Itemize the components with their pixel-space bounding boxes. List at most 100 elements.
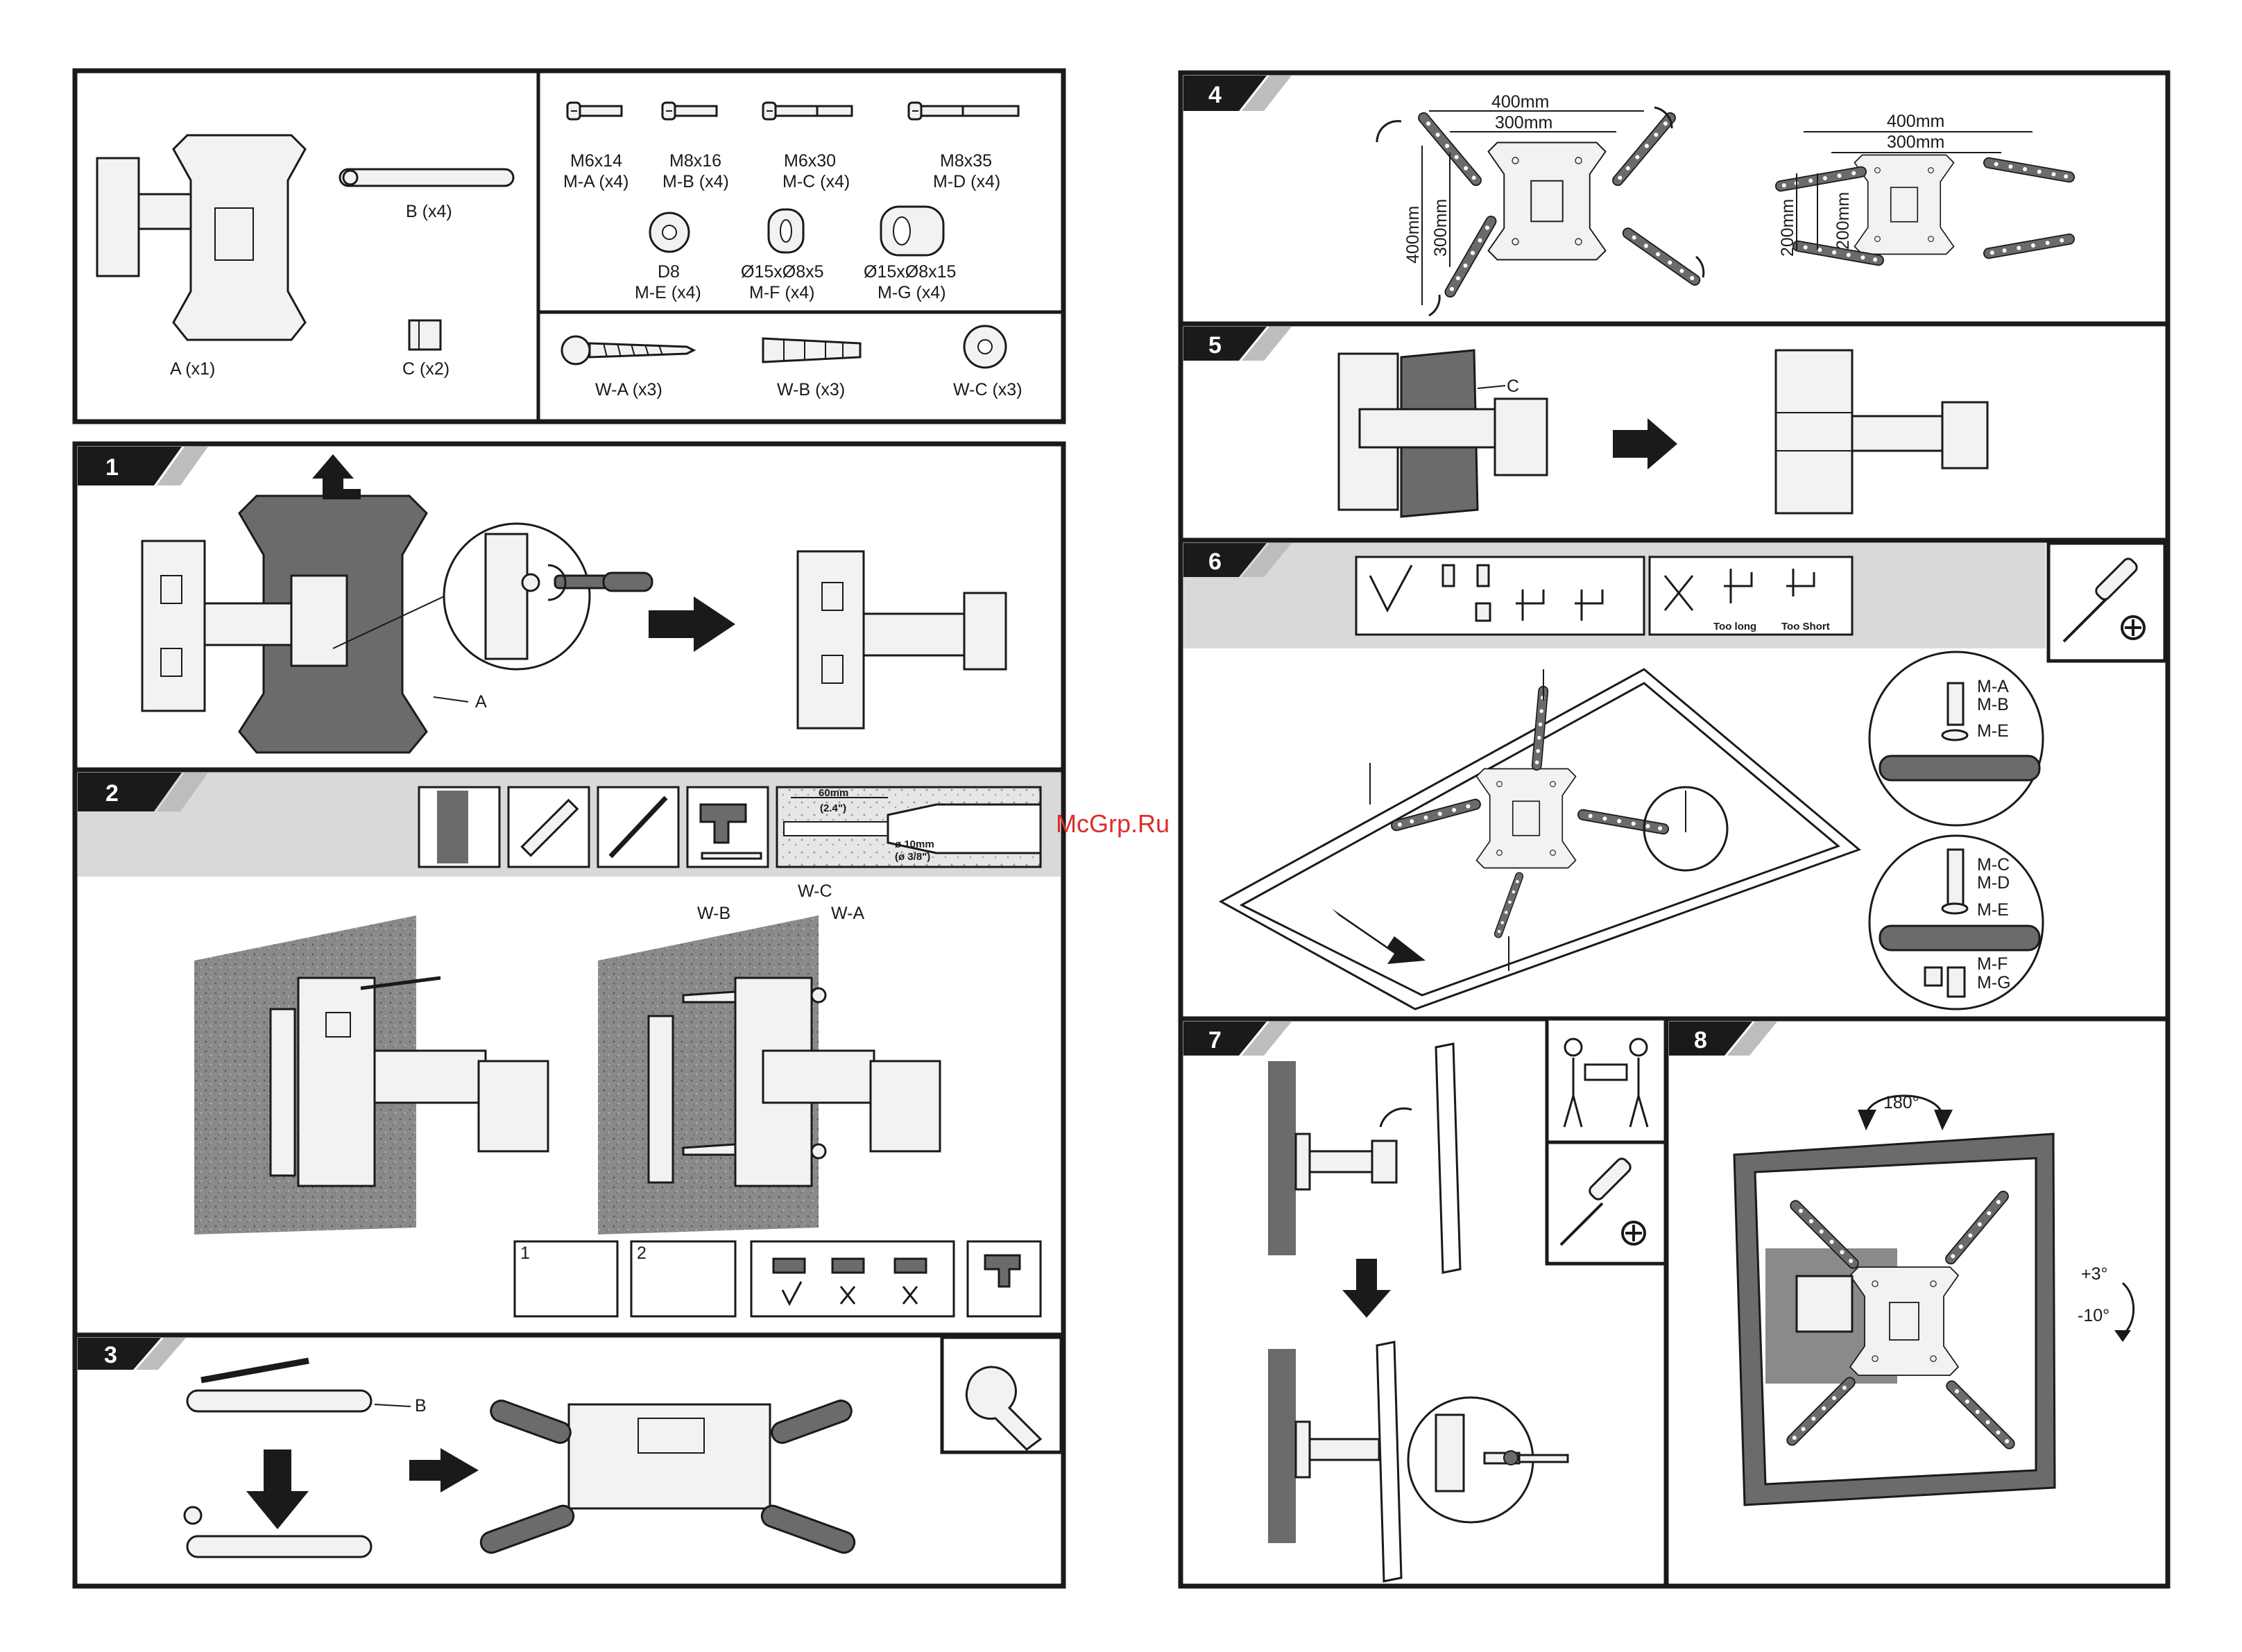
step-1-next-arrow — [649, 596, 735, 652]
step-4-dim-4: 300mm — [1431, 199, 1451, 257]
step-6-tv-back — [1218, 668, 1861, 1010]
screw-m-c-size: M6x30 — [784, 151, 836, 171]
inset-bottom-m-d: M-D — [1977, 873, 2010, 893]
step-6-correct-length — [1355, 556, 1645, 636]
step-3-number: 3 — [104, 1342, 117, 1368]
inset-top-m-e: M-E — [1977, 721, 2009, 741]
spacer-drawing — [408, 319, 442, 351]
label-part-a: A (x1) — [170, 359, 215, 379]
too-short-label: Too Short — [1781, 621, 1830, 633]
screw-m-a-size: M6x14 — [570, 151, 622, 171]
step-4-number: 4 — [1208, 82, 1222, 108]
step-7-panel: 7 — [1178, 1016, 1669, 1589]
step-4-dim-1: 400mm — [1491, 92, 1549, 112]
screw-m-b — [661, 101, 718, 121]
plus-icon — [2121, 615, 2146, 640]
inset-bottom-m-e: M-E — [1977, 900, 2009, 920]
drill-depth-in: (2.4") — [820, 802, 846, 814]
tilt-down-label: -10° — [2078, 1306, 2110, 1325]
screw-m-d-size: M8x35 — [940, 151, 992, 171]
step-7-mounted-tv — [1268, 1341, 1569, 1583]
drill-diameter-in: (ø 3/8") — [895, 851, 930, 863]
step-4-panel: 4 400mm 300mm 400mm 300mm — [1178, 70, 2171, 327]
step-4-dim-2: 300mm — [1495, 113, 1552, 132]
washer-m-g-code: M-G (x4) — [878, 283, 946, 302]
washer-m-e — [649, 212, 690, 253]
step-1-panel: 1 A — [72, 441, 1066, 773]
step-2-label-w-a: W-A — [831, 904, 864, 923]
step-4-dim-3: 400mm — [1403, 206, 1423, 264]
drill-diameter-mm: ø 10mm — [895, 838, 934, 850]
step-4-dim-5: 400mm — [1887, 112, 1944, 131]
screw-m-c-code: M-C (x4) — [782, 172, 850, 191]
tilt-up-label: +3° — [2081, 1264, 2108, 1284]
step-6-inset-top: M-A M-B M-E — [1868, 651, 2044, 827]
step-6-inset-bottom: M-C M-D M-E M-F M-G — [1868, 834, 2044, 1010]
washer-m-f-code: M-F (x4) — [749, 283, 814, 302]
inset-top-m-b: M-B — [1977, 695, 2009, 714]
extension-arm-drawing — [339, 168, 515, 187]
mount-arm-drawing — [96, 134, 307, 341]
step-4-dim-7: 200mm — [1778, 199, 1797, 257]
screw-m-a-code: M-A (x4) — [563, 172, 628, 191]
step-2-wall-right — [598, 915, 941, 1234]
parts-panel: A (x1) B (x4) C (x2) M6x14 M-A (x4) M8x1… — [72, 68, 1066, 424]
step-7-number: 7 — [1208, 1027, 1222, 1053]
rotate-180-icon: 180° — [1858, 1093, 1953, 1130]
wall-washer-w-c — [963, 325, 1007, 369]
washer-m-f-size: Ø15xØ8x5 — [741, 262, 824, 282]
hint-mark-2: 2 — [637, 1244, 647, 1263]
screwdriver-icon — [2062, 558, 2138, 643]
step-3-down-arrow — [246, 1449, 309, 1529]
washer-m-g — [880, 205, 945, 257]
wrench-icon — [965, 1366, 1043, 1451]
step-3-next-arrow — [409, 1448, 479, 1492]
step-1-lift-arrow — [312, 454, 361, 499]
label-part-b: B (x4) — [406, 202, 452, 221]
watermark: McGrp.Ru — [1056, 809, 1170, 838]
step-4-plate-vertical — [1376, 106, 1705, 317]
step-4-plate-horizontal — [1774, 131, 2076, 267]
step-5-part-label: C — [1507, 377, 1519, 396]
tilt-range: +3° -10° — [2078, 1264, 2135, 1342]
screw-m-b-code: M-B (x4) — [662, 172, 729, 191]
wall-w-b-code: W-B (x3) — [777, 380, 845, 399]
step-3-assembled-plate — [479, 1400, 856, 1554]
step-3-arm-bottom — [183, 1506, 373, 1558]
step-5-panel: 5 C — [1178, 321, 2171, 543]
washer-m-e-size: D8 — [658, 262, 680, 282]
screw-m-c — [762, 101, 853, 121]
wall-w-a-code: W-A (x3) — [595, 380, 662, 399]
step-3-part-label: B — [415, 1396, 427, 1416]
screwdriver-icon-step-7 — [1559, 1158, 1632, 1246]
screw-m-b-size: M8x16 — [669, 151, 721, 171]
step-3-arm-top — [186, 1357, 373, 1413]
step-5-number: 5 — [1208, 332, 1222, 359]
step-1-tv-plate — [203, 494, 428, 754]
wall-anchor-w-b — [762, 337, 862, 363]
step-2-label-w-c: W-C — [798, 881, 832, 901]
step-8-panel: 8 180° +3° -10° — [1663, 1016, 2171, 1589]
label-part-c: C (x2) — [402, 359, 450, 379]
step-2-number: 2 — [105, 780, 119, 807]
wall-screw-w-a — [560, 335, 696, 365]
wall-w-c-code: W-C (x3) — [953, 380, 1022, 399]
step-1-result-mount — [796, 550, 1007, 730]
step-2-label-w-b: W-B — [697, 904, 730, 923]
step-5-next-arrow — [1613, 418, 1677, 470]
screw-m-a — [566, 101, 623, 121]
step-1-detail-circle — [332, 522, 653, 671]
step-7-hang-tv — [1268, 1042, 1462, 1318]
step-3-panel: 3 B — [72, 1332, 1066, 1589]
hint-mark-1: 1 — [520, 1244, 530, 1263]
step-2-panel: 2 60mm (2.4") ø 10mm (ø 3/8") — [72, 767, 1066, 1338]
washer-m-g-size: Ø15xØ8x15 — [864, 262, 956, 282]
rotation-label: 180° — [1883, 1093, 1919, 1112]
inset-bottom-m-g: M-G — [1977, 973, 2011, 992]
drill-depth-mm: 60mm — [819, 787, 848, 799]
step-5-mount-with-spacers — [1337, 349, 1548, 518]
plus-icon-step-7 — [1621, 1221, 1646, 1246]
step-4-dim-6: 300mm — [1887, 132, 1944, 152]
step-5-result — [1774, 349, 1989, 515]
